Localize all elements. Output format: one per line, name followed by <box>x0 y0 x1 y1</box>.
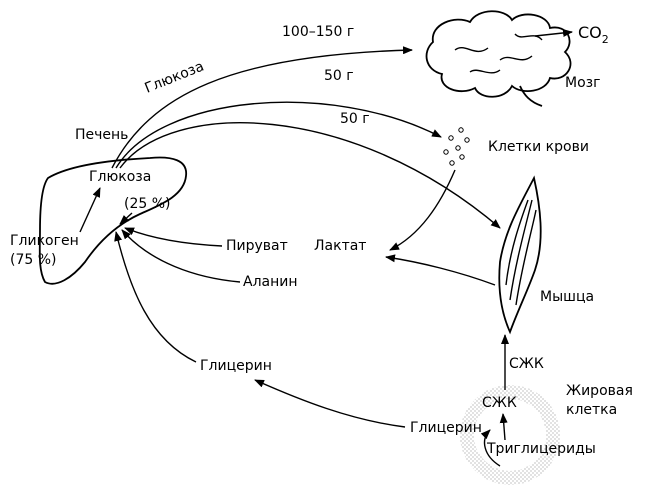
muscle-fiber-3 <box>505 199 529 286</box>
arrow-lipolysis <box>480 429 501 467</box>
ffa-inner-label: СЖК <box>482 395 517 411</box>
arrow-glycerol-to-liver <box>114 231 197 363</box>
arrow-liver-to-brain <box>111 46 413 169</box>
brain-fold-4 <box>514 33 543 41</box>
blood-amount-label: 50 г <box>324 68 354 84</box>
arrow-triglycerides-to-ffa <box>499 413 508 441</box>
co2-subscript: 2 <box>602 33 609 46</box>
gluconeogenesis-percent: (25 %) <box>124 196 171 212</box>
lactate-label: Лактат <box>314 238 366 254</box>
pyruvate-label: Пируват <box>226 238 288 254</box>
arrow-blood-cells-to-lactate <box>389 169 456 251</box>
ffa-label: СЖК <box>509 356 544 372</box>
brain-outline <box>425 10 572 98</box>
glucose-flow-label: Глюкоза <box>143 59 207 97</box>
arrow-gluconeogenesis <box>119 212 133 225</box>
fat-cell-inner <box>474 399 546 471</box>
liver-glucose-label: Глюкоза <box>89 169 151 185</box>
brain-fold-1 <box>454 47 489 53</box>
glycogen-label: Гликоген <box>10 233 79 249</box>
co2-text: CO <box>578 23 602 42</box>
arrow-glycogen-to-glucose <box>79 187 101 233</box>
arrow-liver-to-blood-cells <box>115 101 442 169</box>
arrow-muscle-to-lactate <box>385 254 496 286</box>
co2-label: CO2 <box>578 23 609 46</box>
glycogen-percent: (75 %) <box>10 252 57 268</box>
arrow-alanine-to-liver <box>121 229 241 283</box>
muscle-amount-label: 50 г <box>340 111 370 127</box>
triglycerides-label: Триглицериды <box>486 441 596 457</box>
fat-cell-label-line1: Жировая <box>566 383 633 399</box>
arrow-pyruvate-to-liver <box>124 227 223 247</box>
muscle-fiber-1 <box>509 199 533 301</box>
liver-label: Печень <box>75 127 128 143</box>
arrow-liver-to-muscle <box>119 122 501 229</box>
muscle-label: Мышца <box>540 289 594 305</box>
fat-glycerol-label: Глицерин <box>410 420 482 436</box>
arrow-brain-to-co2 <box>534 28 573 37</box>
brain-amount-label: 100–150 г <box>282 24 354 40</box>
brain-fold-2 <box>499 55 533 61</box>
brain-label: Мозг <box>565 75 600 91</box>
alanine-label: Аланин <box>243 274 298 290</box>
blood-cells-icon <box>443 127 470 166</box>
brain-stem <box>519 85 543 107</box>
blood-cells-label: Клетки крови <box>488 139 589 155</box>
arrow-fat-glycerol-to-glycerol <box>254 379 406 428</box>
muscle-fiber-2 <box>515 209 537 306</box>
brain-fold-3 <box>469 69 501 74</box>
muscle-outline <box>498 175 542 335</box>
fat-cell-label-line2: клетка <box>566 402 617 418</box>
glycerol-label: Глицерин <box>200 358 272 374</box>
